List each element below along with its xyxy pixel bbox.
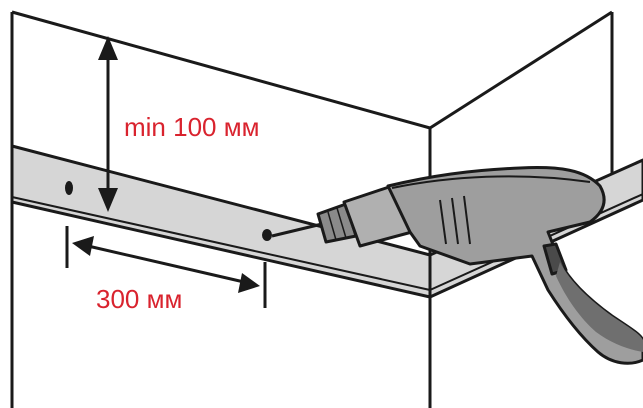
vertical-dimension-label: min 100 мм [124, 112, 259, 142]
drill-hole-icon [65, 181, 73, 195]
power-drill-icon [271, 166, 643, 365]
drill-hole-icon [262, 229, 272, 241]
drill-grip [556, 262, 643, 352]
horizontal-dimension-label: 300 мм [96, 284, 182, 314]
ceiling-edge-left [11, 10, 431, 130]
vertical-dimension-arrow [98, 36, 118, 212]
ceiling-edge-right [429, 10, 613, 130]
drill-bit [271, 222, 323, 238]
rail-lip [11, 196, 431, 291]
horizontal-dimension-arrow [65, 226, 267, 308]
